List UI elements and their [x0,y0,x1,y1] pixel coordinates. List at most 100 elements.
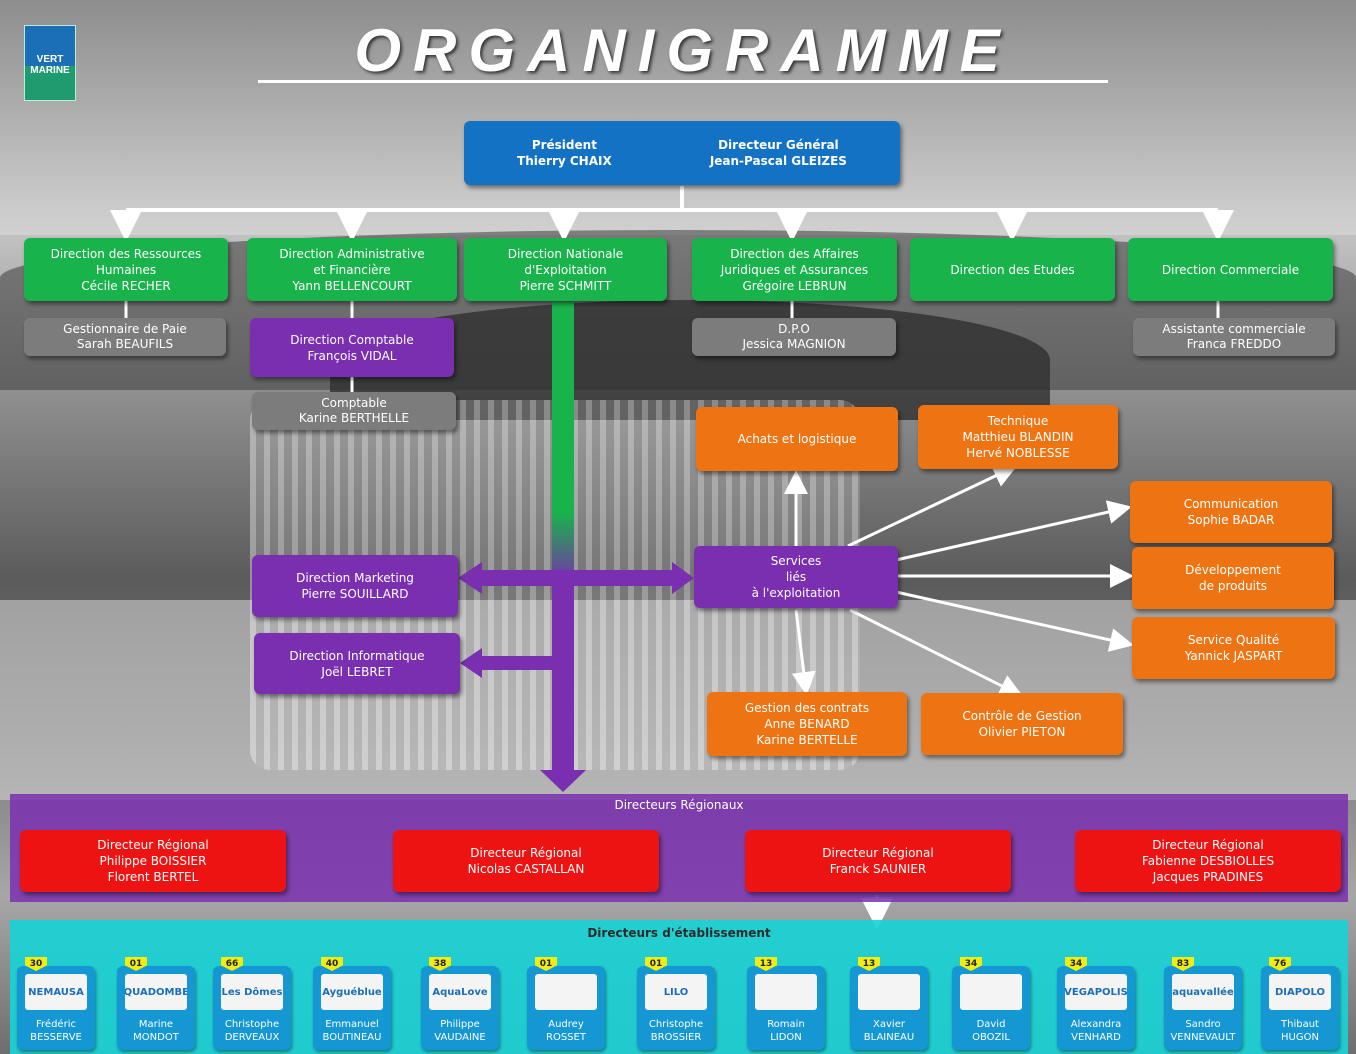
president-title: Président [531,138,597,152]
president-dg-box: Président Thierry CHAIX Directeur Généra… [464,121,900,185]
direction-nationale-exploitation: Direction Nationale d'Exploitation Pierr… [464,238,667,301]
president-name: Thierry CHAIX [517,154,612,168]
title-underline [258,80,1108,83]
contrats-name-2: Karine BERTELLE [756,733,858,747]
assistante-name: Franca FREDDO [1186,337,1282,351]
department-badge: 01 [125,957,147,971]
director-first-name: Philippe [440,1019,480,1030]
direction-juridique-name: Grégoire LEBRUN [742,278,847,293]
services-line1: Services [770,554,822,568]
director-last-name: DERVEAUX [224,1032,280,1043]
regional-director-1-title: Directeur Régional [97,838,209,852]
dg-block: Directeur Général Jean-Pascal GLEIZES [710,137,847,169]
director-last-name: OBOZIL [972,1032,1010,1043]
logo-line-2: MARINE [30,65,70,76]
director-first-name: Emmanuel [325,1019,379,1030]
paie-title: Gestionnaire de Paie [63,322,187,336]
assistante-title: Assistante commerciale [1162,322,1306,336]
direction-admin-fin: Direction Administrative et Financière Y… [247,238,457,301]
establishment-logo: aquavallée [1172,974,1234,1010]
director-first-name: David [976,1019,1006,1030]
regional-director-1-name-1: Philippe BOISSIER [99,854,207,868]
controle-name: Olivier PIETON [978,725,1066,739]
direction-juridique-line1: Direction des Affaires [730,246,859,261]
establishment-logo [535,974,597,1010]
comptable-title: Comptable [321,396,387,410]
director-last-name: BESSERVE [30,1032,82,1043]
communication-box: Communication Sophie BADAR [1130,481,1332,543]
direction-nationale-name: Pierre SCHMITT [519,278,612,293]
direction-comptable-name: François VIDAL [307,348,397,363]
regional-director-1: Directeur Régional Philippe BOISSIER Flo… [20,830,286,892]
developpement-produits-box: Développement de produits [1132,547,1334,609]
direction-comptable-title: Direction Comptable [290,332,414,347]
director-first-name: Audrey [548,1019,584,1030]
department-badge: 38 [429,957,451,971]
establishment-logo [858,974,920,1010]
regional-director-2-title: Directeur Régional [470,846,582,860]
technique-box: Technique Matthieu BLANDIN Hervé NOBLESS… [918,405,1118,469]
direction-affaires-juridiques: Direction des Affaires Juridiques et Ass… [692,238,897,301]
regional-director-3-title: Directeur Régional [822,846,934,860]
regional-band-label: Directeurs Régionaux [614,798,744,812]
director-first-name: Sandro [1185,1019,1221,1030]
developpement-line1: Développement [1185,563,1281,577]
establishment-logo [960,974,1022,1010]
direction-etudes-label: Direction des Etudes [950,262,1075,277]
director-last-name: VENHARD [1071,1032,1121,1043]
dg-title: Directeur Général [718,138,839,152]
director-first-name: Marine [138,1019,174,1030]
regional-director-3: Directeur Régional Franck SAUNIER [745,830,1011,892]
marketing-name: Pierre SOUILLARD [301,587,409,601]
director-first-name: Christophe [648,1019,704,1030]
logo-line-1: VERT [36,54,64,65]
department-badge: 76 [1269,957,1291,971]
department-badge: 01 [535,957,557,971]
direction-informatique-box: Direction Informatique Joël LEBRET [254,633,460,694]
comptable-box: Comptable Karine BERTHELLE [252,392,456,430]
director-last-name: ROSSET [546,1032,586,1043]
communication-title: Communication [1183,497,1279,511]
regional-director-4: Directeur Régional Fabienne DESBIOLLES J… [1075,830,1341,892]
director-first-name: Xavier [873,1019,905,1030]
department-badge: 13 [858,957,880,971]
director-last-name: MONDOT [133,1032,179,1043]
department-badge: 66 [221,957,243,971]
director-last-name: BLAINEAU [863,1032,915,1043]
dg-name: Jean-Pascal GLEIZES [709,154,847,168]
informatique-title: Direction Informatique [289,648,425,663]
technique-name-1: Matthieu BLANDIN [962,430,1074,444]
direction-rh-line2: Humaines [95,262,157,277]
services-exploitation-box: Services liés à l'exploitation [694,546,898,608]
developpement-line2: de produits [1199,579,1267,593]
qualite-title: Service Qualité [1187,633,1280,647]
director-first-name: Christophe [224,1019,280,1030]
technique-name-2: Hervé NOBLESSE [966,446,1070,460]
paie-name: Sarah BEAUFILS [76,337,174,351]
regional-director-2-name: Nicolas CASTALLAN [467,862,585,876]
establishment-logo: AquaLove [429,974,491,1010]
direction-admin-name: Yann BELLENCOURT [292,278,412,293]
director-last-name: BROSSIER [650,1032,702,1043]
services-line3: à l'exploitation [751,586,841,600]
direction-rh: Direction des Ressources Humaines Cécile… [24,238,228,301]
establishment-logo: DIAPOLO [1269,974,1331,1010]
